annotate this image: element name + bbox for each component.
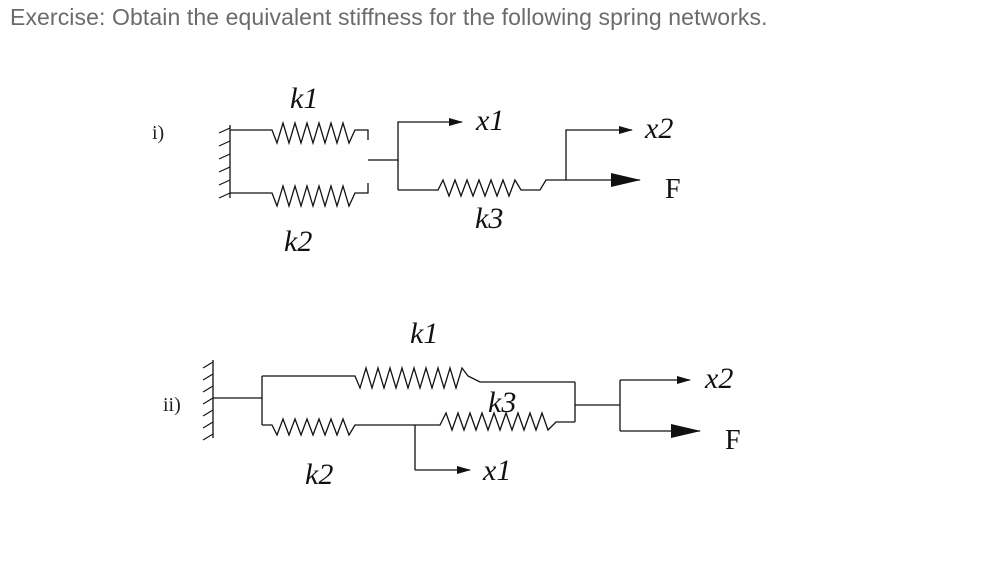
label-k2-i: k2 — [284, 225, 312, 258]
label-x1-ii: x1 — [482, 454, 511, 487]
spring-icon-k1-i — [230, 120, 369, 146]
label-force-ii: F — [725, 425, 741, 456]
label-k1-ii: k1 — [410, 317, 438, 350]
spring-icon-k3-ii — [415, 411, 575, 432]
label-k3-i: k3 — [475, 202, 503, 235]
diagram-ii-marker: ii) — [163, 394, 181, 416]
diagram-i-marker: i) — [152, 122, 164, 144]
spring-icon-k2-ii — [262, 417, 415, 437]
wall-icon — [218, 125, 231, 199]
wall-icon — [202, 360, 214, 441]
spring-icon-k3-i — [424, 178, 566, 198]
label-k1-i: k1 — [290, 82, 318, 115]
label-x1-i: x1 — [475, 104, 504, 137]
page-title: Exercise: Obtain the equivalent stiffnes… — [10, 4, 768, 30]
connector-bar-i — [368, 121, 418, 161]
connector-bar-i-right — [565, 129, 582, 180]
label-k3-ii: k3 — [488, 386, 516, 419]
diagram-ii: ii) — [163, 317, 741, 491]
diagram-i: i) — [152, 82, 681, 258]
label-force-i: F — [665, 174, 681, 205]
label-k2-ii: k2 — [305, 458, 333, 491]
spring-icon-k2-i — [230, 183, 369, 209]
label-x2-ii: x2 — [704, 362, 733, 395]
label-x2-i: x2 — [644, 112, 673, 145]
spring-icon-k1-ii — [262, 365, 575, 391]
